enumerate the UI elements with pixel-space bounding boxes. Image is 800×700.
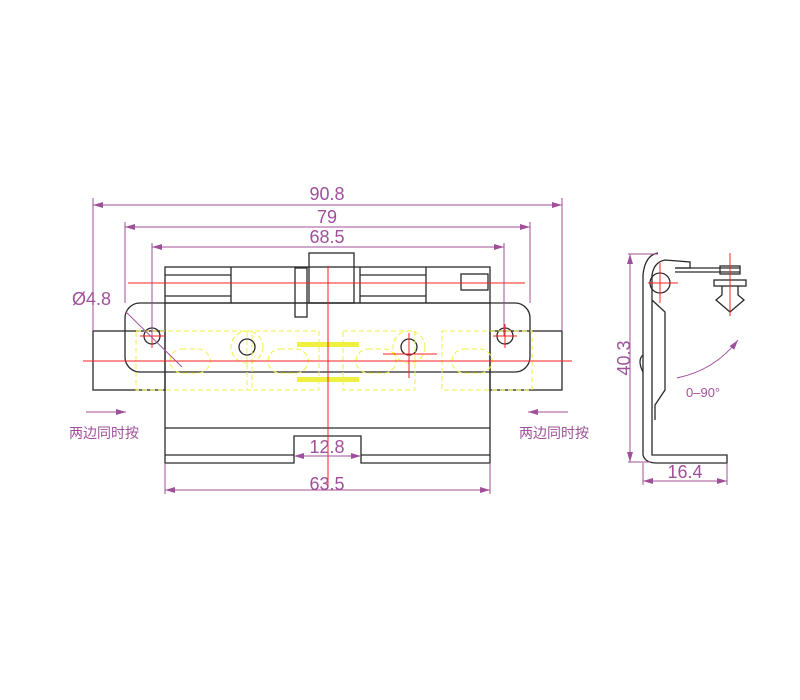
dimensions: [92, 198, 563, 494]
centerlines: [83, 266, 572, 485]
rotation-arrow-icon: [676, 339, 739, 379]
spring-clip: [294, 267, 308, 318]
press-note-right: 两边同时按: [519, 426, 589, 442]
dim-hole-spacing: 68.5: [309, 227, 344, 247]
dim-plate-width: 79: [317, 207, 337, 227]
side-profile: [642, 252, 728, 464]
rotation-range-label: 0–90°: [686, 385, 720, 400]
dim-side-depth: 16.4: [667, 462, 702, 482]
center-tab: [308, 252, 355, 304]
dim-overall-width: 90.8: [309, 184, 344, 204]
side-view: 40.3 16.4 0–90°: [614, 252, 747, 485]
dim-hole-diameter: Ø4.8: [72, 289, 111, 309]
press-note-left: 两边同时按: [69, 426, 139, 442]
front-view: 90.8 79 68.5 Ø4.8 12.8 63.5 两边同时按 两边同时按: [69, 184, 589, 494]
dim-side-height: 40.3: [614, 340, 634, 375]
dim-notch-width: 12.8: [309, 437, 344, 457]
mount-hole: [238, 338, 256, 356]
dim-body-width: 63.5: [309, 474, 344, 494]
